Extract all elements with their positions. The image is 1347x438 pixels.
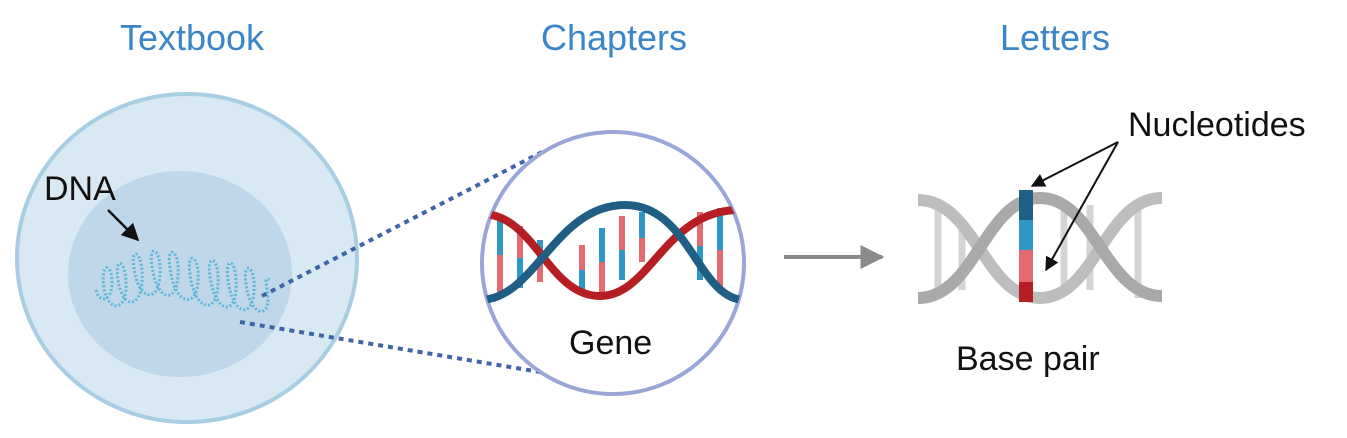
heading-letters: Letters <box>999 17 1111 58</box>
label-gene: Gene <box>569 324 653 362</box>
nucleotides-arrow-bottom <box>1045 141 1119 272</box>
heading-textbook: Textbook <box>119 17 265 58</box>
label-dna: DNA <box>44 170 116 208</box>
gene-strand-blue <box>482 200 744 304</box>
nucleus <box>68 171 292 377</box>
grey-strand-2 <box>917 191 1163 304</box>
gene-helix <box>482 200 744 304</box>
zoom-line-top <box>261 150 543 298</box>
heading-chapters: Chapters <box>540 17 688 58</box>
base-pair-helix <box>917 190 1163 305</box>
dna-coil <box>94 249 271 313</box>
gene-zoom-circle <box>480 130 746 396</box>
label-nucleotides: Nucleotides <box>1128 106 1306 144</box>
label-base-pair: Base pair <box>956 340 1100 378</box>
dna-pointer-arrow <box>107 209 140 242</box>
gene-strand-red <box>482 205 744 301</box>
nucleotides-arrow-top <box>1030 141 1119 187</box>
grey-strand-1 <box>917 192 1163 305</box>
zoom-line-bottom <box>239 320 577 380</box>
